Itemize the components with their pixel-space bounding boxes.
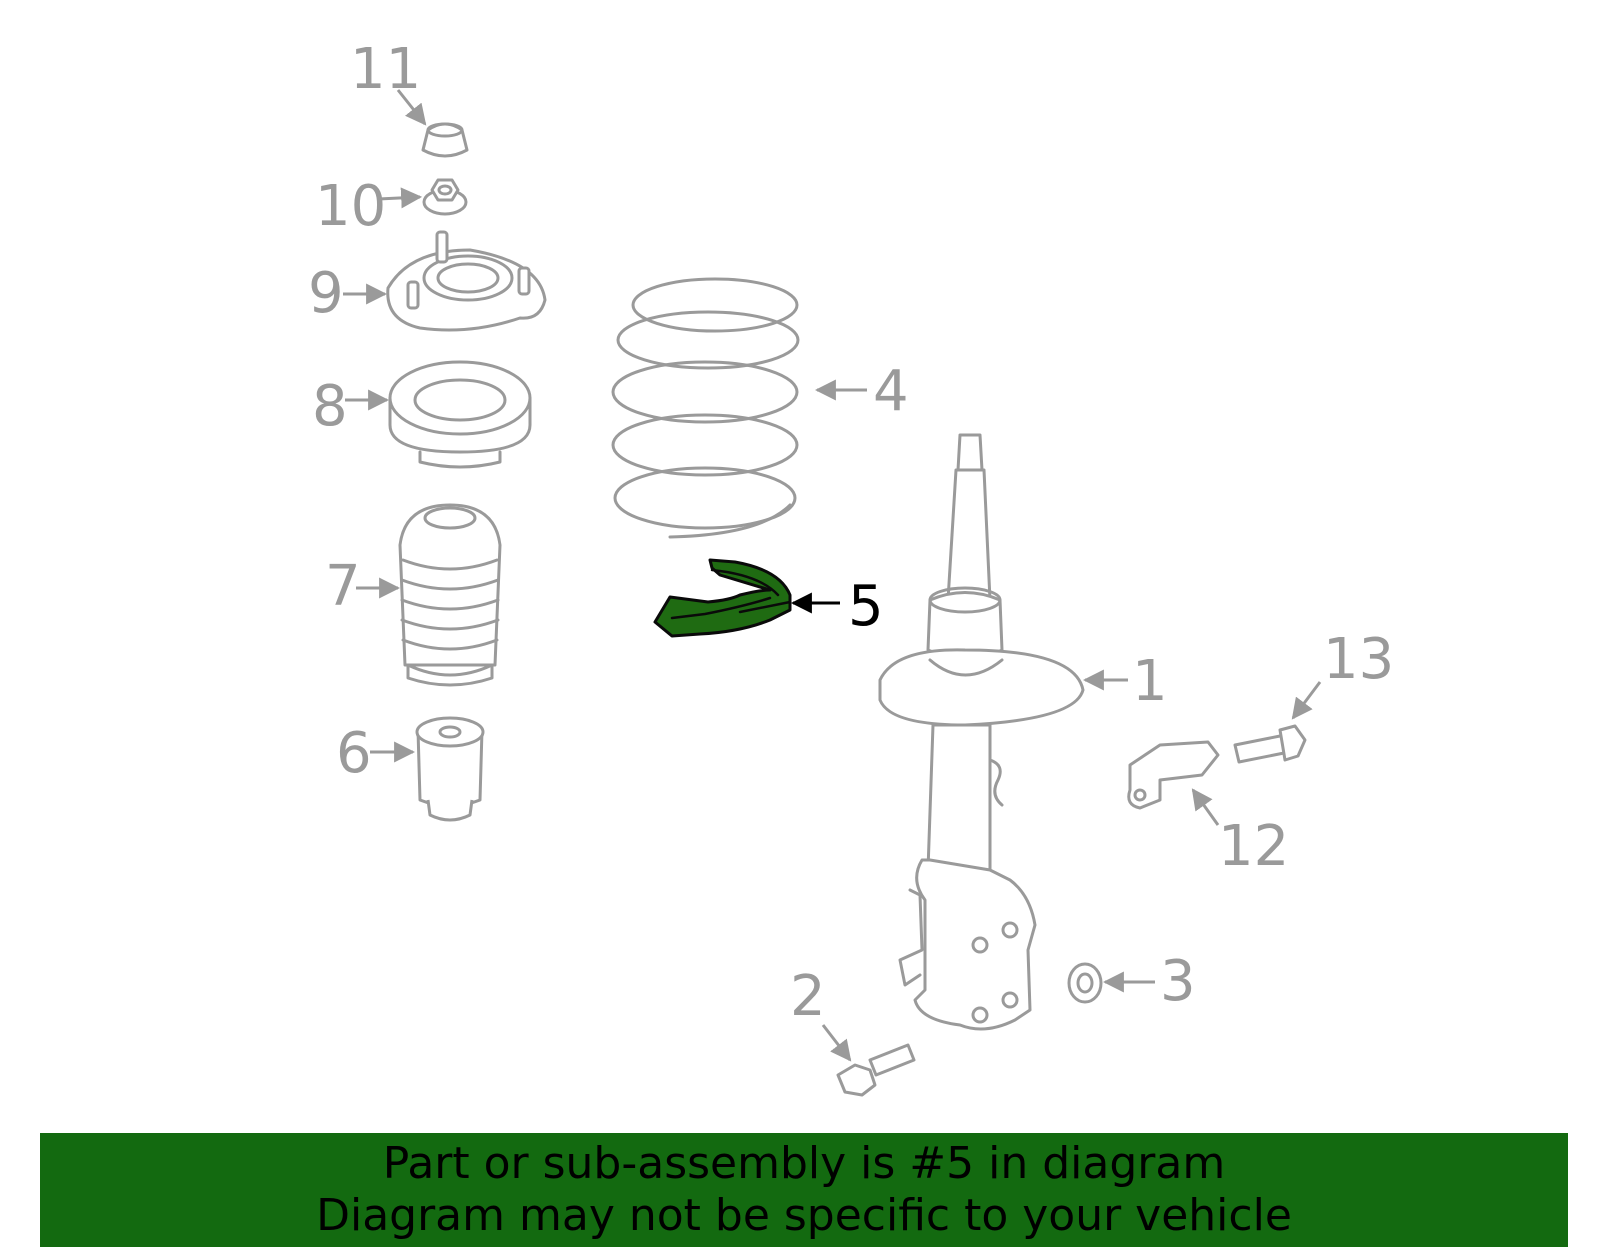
part-12-bracket	[1127, 740, 1220, 810]
part-1-strut-assembly	[878, 433, 1085, 1031]
part-4-coil-spring	[611, 277, 800, 539]
callout-7: 7	[325, 554, 361, 619]
callout-10-arrow	[377, 187, 423, 209]
callout-13-arrow	[1291, 681, 1322, 720]
part-5-spring-seat	[653, 558, 792, 638]
callout-4: 4	[873, 359, 909, 424]
part-8-bearing	[388, 360, 532, 469]
callout-11-arrow	[396, 89, 427, 126]
part-10-nut	[422, 178, 468, 216]
info-banner: Part or sub-assembly is #5 in diagram Di…	[40, 1133, 1568, 1247]
callout-2-arrow	[821, 1024, 852, 1062]
part-2-bolt	[836, 1043, 916, 1097]
callout-12-arrow	[1191, 788, 1220, 826]
callout-9: 9	[308, 261, 344, 326]
callout-12: 12	[1218, 814, 1289, 879]
part-11-cap	[421, 122, 469, 158]
callout-1: 1	[1132, 649, 1168, 714]
callout-13: 13	[1323, 627, 1394, 692]
part-9-strut-mount	[386, 230, 547, 332]
part-7-dust-boot	[398, 503, 502, 687]
callout-2: 2	[790, 964, 826, 1029]
part-3-flange-nut	[1067, 962, 1103, 1004]
parts-diagram: 11 10 9 8 7 6	[308, 37, 1394, 1097]
callout-5: 5	[848, 574, 884, 639]
callout-3: 3	[1160, 949, 1196, 1014]
banner-line-2: Diagram may not be specific to your vehi…	[316, 1190, 1292, 1241]
callout-6: 6	[336, 721, 372, 786]
banner-line-1: Part or sub-assembly is #5 in diagram	[382, 1138, 1226, 1189]
part-13-bolt	[1233, 724, 1307, 764]
callout-8: 8	[312, 374, 348, 439]
callout-10: 10	[315, 174, 386, 239]
callout-11: 11	[350, 37, 421, 102]
part-6-bump-stop	[415, 716, 485, 822]
